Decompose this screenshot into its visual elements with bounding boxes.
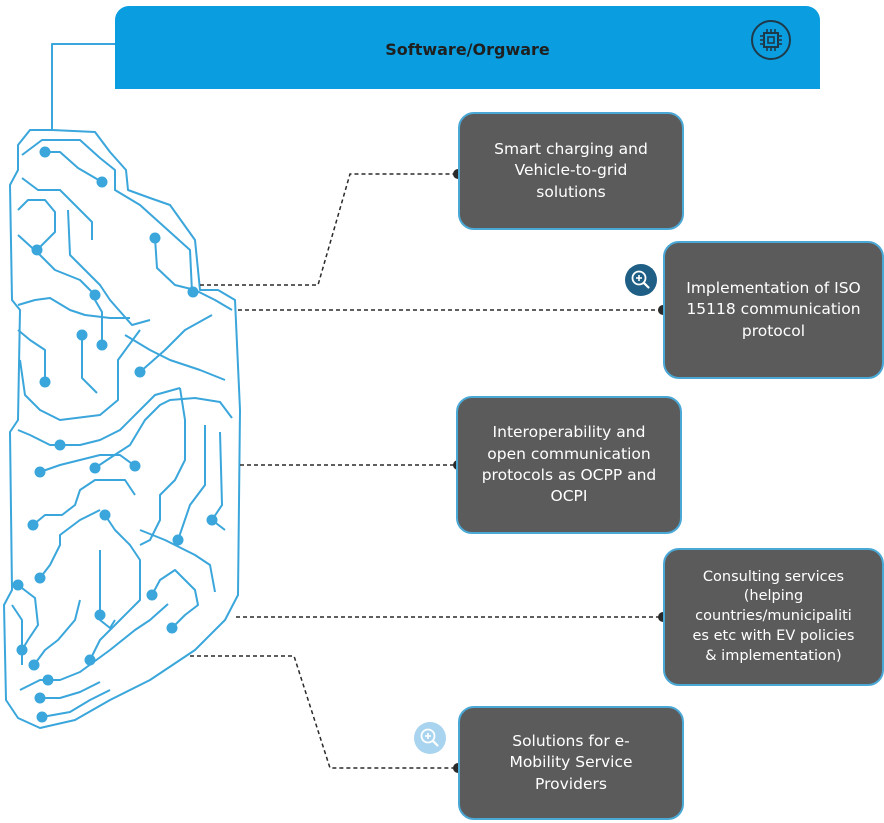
item-emsp-solutions: Solutions for e- Mobility Service Provid… bbox=[458, 706, 684, 820]
header-title: Software/Orgware bbox=[385, 40, 550, 59]
item-interoperability: Interoperability and open communication … bbox=[456, 396, 682, 534]
zoom-in-icon[interactable] bbox=[414, 722, 446, 754]
item-smart-charging: Smart charging and Vehicle-to-grid solut… bbox=[458, 112, 684, 230]
item-interoperability-text: Interoperability and open communication … bbox=[481, 423, 657, 506]
item-consulting: Consulting services (helping countries/m… bbox=[663, 548, 884, 686]
header-bar: Software/Orgware bbox=[115, 6, 820, 89]
zoom-in-icon[interactable] bbox=[625, 264, 657, 296]
item-iso-15118-text: Implementation of ISO 15118 communicatio… bbox=[686, 278, 861, 340]
item-emsp-solutions-text: Solutions for e- Mobility Service Provid… bbox=[509, 731, 633, 793]
item-smart-charging-text: Smart charging and Vehicle-to-grid solut… bbox=[494, 139, 648, 201]
item-iso-15118: Implementation of ISO 15118 communicatio… bbox=[663, 241, 884, 379]
item-consulting-text: Consulting services (helping countries/m… bbox=[692, 568, 855, 664]
chip-icon bbox=[751, 20, 791, 60]
